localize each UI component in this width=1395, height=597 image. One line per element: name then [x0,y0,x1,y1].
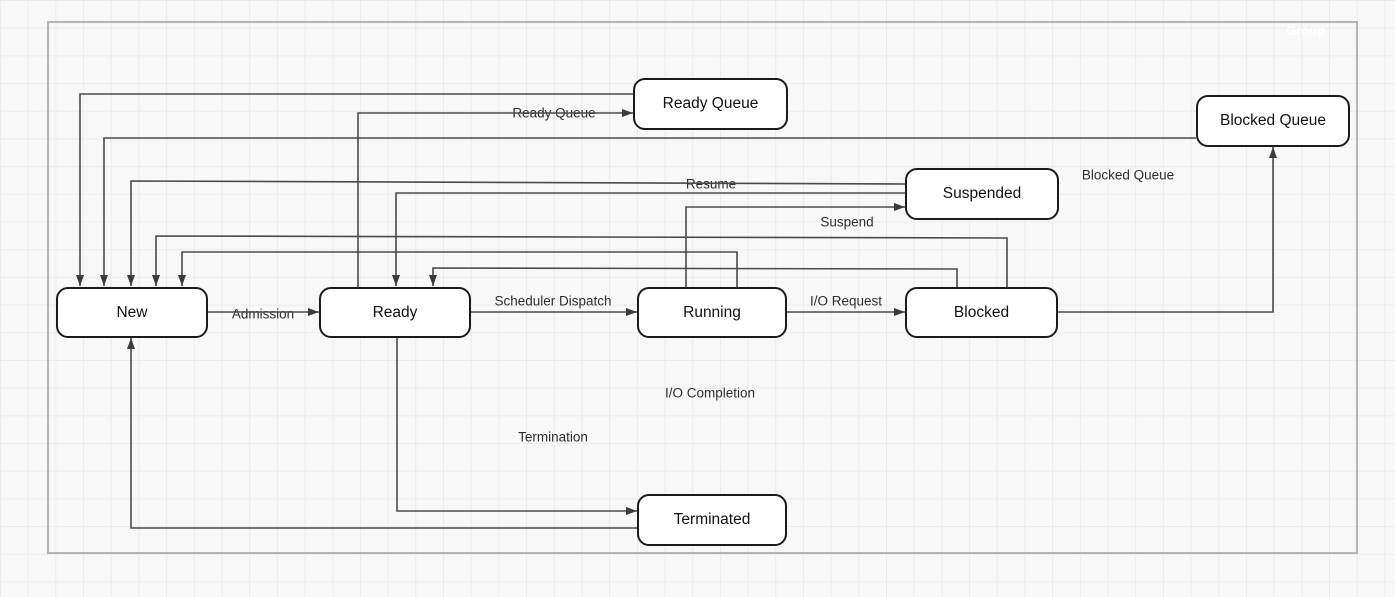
node-ready-label: Ready [372,303,418,321]
node-ready[interactable]: Ready [319,287,471,338]
edge-suspended-to-ready[interactable] [392,192,905,286]
admission-label[interactable]: Admission [231,306,295,322]
node-blocked-queue-label: Blocked Queue [1220,112,1326,129]
edge-ready-to-ready-queue[interactable] [357,109,633,287]
node-new[interactable]: New [56,287,208,338]
node-suspended-label: Suspended [942,185,1022,202]
group-frame[interactable] [47,21,1358,554]
edge-ready-to-terminated[interactable] [396,338,637,515]
node-ready-queue-label: Ready Queue [662,95,759,112]
node-suspended[interactable]: Suspended [905,168,1059,220]
edge-blocked-to-blocked-queue[interactable] [1058,147,1277,313]
node-ready-queue[interactable]: Ready Queue [633,78,788,130]
edge-blocked-to-new[interactable] [152,235,1008,287]
group-label: Group [1286,23,1325,38]
edge-suspended-to-new-resume[interactable] [127,180,906,286]
io-completion-label[interactable]: I/O Completion [664,385,756,401]
edge-blocked-to-ready[interactable] [429,267,958,287]
termination-label[interactable]: Termination [518,429,588,445]
node-new-label: New [116,303,148,321]
scheduler-dispatch-label[interactable]: Scheduler Dispatch [494,293,612,309]
node-blocked-label: Blocked [953,303,1010,321]
node-blocked[interactable]: Blocked [905,287,1058,338]
edge-ready-queue-to-new[interactable] [76,93,633,286]
node-running[interactable]: Running [637,287,787,338]
edge-running-to-new[interactable] [178,251,738,287]
node-running-label: Running [683,303,741,321]
node-terminated-label: Terminated [673,511,751,528]
edge-terminated-to-new[interactable] [127,338,637,529]
edge-running-to-suspended-suspend[interactable] [685,203,905,287]
node-blocked-queue[interactable]: Blocked Queue [1196,95,1350,147]
node-terminated[interactable]: Terminated [637,494,787,546]
suspend-label[interactable]: Suspend [820,214,874,230]
blocked-queue-edge-label[interactable]: Blocked Queue [1081,167,1175,183]
io-request-label[interactable]: I/O Request [809,293,883,309]
edge-blocked-queue-to-new[interactable] [100,137,1196,286]
